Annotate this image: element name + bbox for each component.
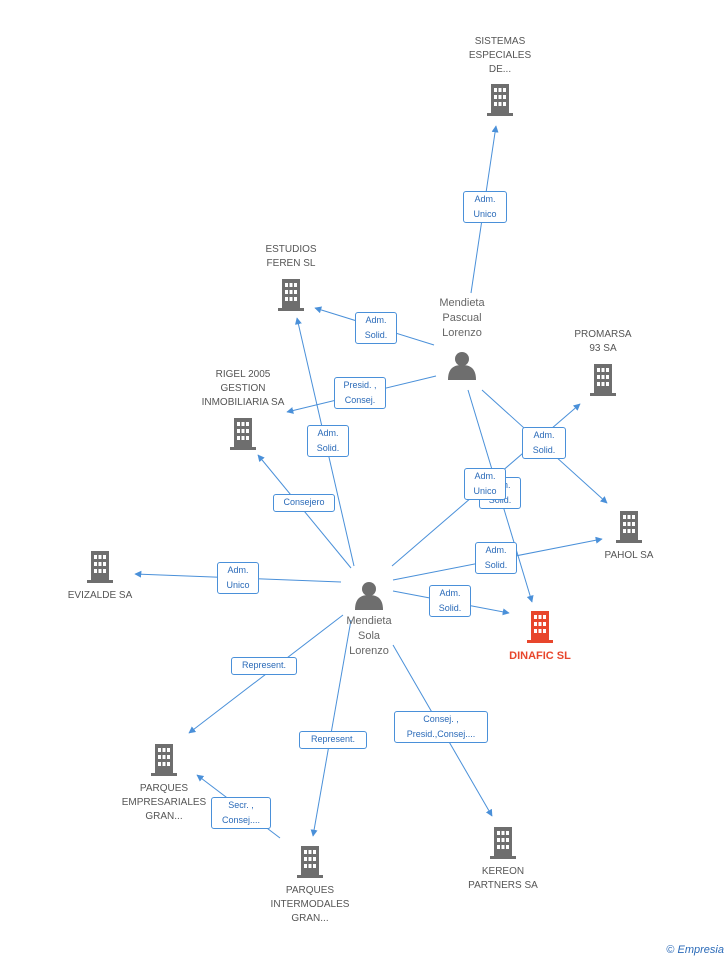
building-icon[interactable] bbox=[590, 364, 616, 396]
edge-label-mendieta_sola-to-parques_int: Represent. bbox=[299, 731, 367, 749]
building-icon[interactable] bbox=[616, 511, 642, 543]
node-label-parques-int[interactable]: PARQUES INTERMODALES GRAN... bbox=[270, 885, 350, 924]
nodes-layer bbox=[87, 84, 642, 878]
watermark-brand: Empresia bbox=[677, 944, 724, 956]
edge-label-mendieta_sola-to-estudios: Adm. Solid. bbox=[307, 425, 349, 457]
edge-label-mendieta_sola-to-promarsa: Adm. Unico bbox=[464, 468, 506, 500]
node-label-dinafic[interactable]: DINAFIC SL bbox=[509, 650, 571, 662]
edge-label-mendieta_pascual-to-rigel: Presid. , Consej. bbox=[334, 377, 386, 409]
edge-label-mendieta_sola-to-pahol: Adm. Solid. bbox=[475, 542, 517, 574]
edge-label-mendieta_pascual-to-estudios: Adm. Solid. bbox=[355, 312, 397, 344]
node-label-mendieta-pascual[interactable]: Mendieta Pascual Lorenzo bbox=[439, 297, 485, 339]
building-icon[interactable] bbox=[87, 551, 113, 583]
watermark: © Empresia bbox=[666, 944, 724, 956]
building-icon[interactable] bbox=[527, 611, 553, 643]
edge-label-mendieta_sola-to-rigel: Consejero bbox=[273, 494, 335, 512]
person-icon[interactable] bbox=[355, 582, 383, 610]
edge-label-mendieta_pascual-to-pahol: Adm. Solid. bbox=[522, 427, 566, 459]
building-icon[interactable] bbox=[297, 846, 323, 878]
node-label-pahol[interactable]: PAHOL SA bbox=[604, 550, 654, 561]
node-label-parques-emp[interactable]: PARQUES EMPRESARIALES GRAN... bbox=[121, 783, 207, 822]
person-icon[interactable] bbox=[448, 352, 476, 380]
node-label-estudios[interactable]: ESTUDIOS FEREN SL bbox=[265, 244, 317, 269]
node-label-sistemas[interactable]: SISTEMAS ESPECIALES DE... bbox=[468, 36, 532, 75]
building-icon[interactable] bbox=[487, 84, 513, 116]
building-icon[interactable] bbox=[151, 744, 177, 776]
node-label-rigel[interactable]: RIGEL 2005 GESTION INMOBILIARIA SA bbox=[201, 369, 285, 408]
building-icon[interactable] bbox=[490, 827, 516, 859]
copyright-symbol: © bbox=[666, 944, 675, 956]
edge-label-mendieta_sola-to-dinafic: Adm. Solid. bbox=[429, 585, 471, 617]
edge-label-mendieta_sola-to-parques_emp: Represent. bbox=[231, 657, 297, 675]
edge-mendieta_sola-to-parques_int bbox=[310, 619, 352, 837]
edge-label-mendieta_sola-to-kereon: Consej. , Presid.,Consej.... bbox=[394, 711, 488, 743]
node-label-kereon[interactable]: KEREON PARTNERS SA bbox=[468, 866, 538, 891]
building-icon[interactable] bbox=[230, 418, 256, 450]
edge-label-parques_int-to-parques_emp: Secr. , Consej.... bbox=[211, 797, 271, 829]
edge-label-mendieta_sola-to-evizalde: Adm. Unico bbox=[217, 562, 259, 594]
edge-label-mendieta_pascual-to-sistemas: Adm. Unico bbox=[463, 191, 507, 223]
node-label-mendieta-sola[interactable]: Mendieta Sola Lorenzo bbox=[346, 615, 392, 657]
edges-layer bbox=[134, 125, 608, 839]
building-icon[interactable] bbox=[278, 279, 304, 311]
node-label-evizalde[interactable]: EVIZALDE SA bbox=[67, 590, 133, 601]
node-label-promarsa[interactable]: PROMARSA 93 SA bbox=[574, 329, 632, 354]
